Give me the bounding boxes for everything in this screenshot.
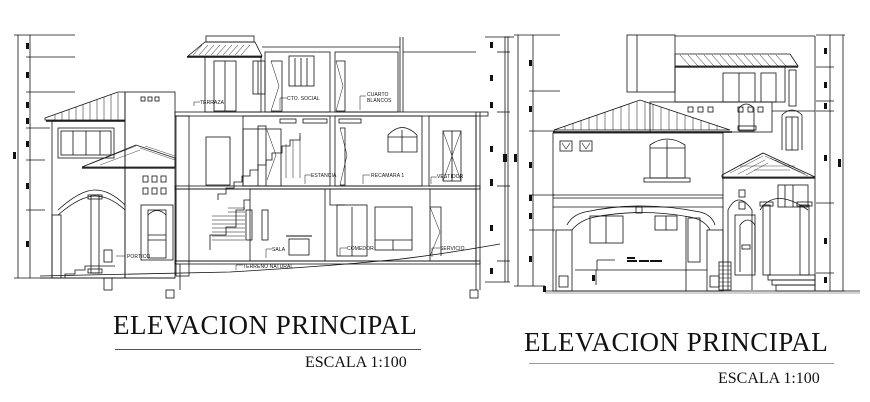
- label-cuarto: CUARTO: [367, 92, 389, 98]
- label-portico: PORTICO: [127, 254, 150, 260]
- right-drawing-title: ELEVACION PRINCIPAL: [524, 327, 829, 357]
- left-house-section: TERRAZA CTO. SOCIAL CUARTO BLANCOS: [39, 35, 501, 299]
- label-servicio: SERVICIO: [440, 246, 465, 252]
- label-terraza: TERRAZA: [200, 100, 225, 106]
- right-drawing-scale: ESCALA 1:100: [718, 370, 820, 387]
- label-terreno-natural: TERRENO NATURAL: [243, 264, 293, 270]
- left-house-west-wing: PORTICO: [40, 91, 176, 291]
- right-title-underline: [529, 363, 834, 364]
- label-comedor: COMEDOR: [347, 246, 374, 252]
- label-estancia: ESTANCIA: [311, 173, 337, 179]
- left-drawing-scale: ESCALA 1:100: [305, 354, 407, 371]
- right-dimension-lines: [504, 34, 845, 292]
- label-blancos: BLANCOS: [367, 98, 392, 104]
- left-drawing-title: ELEVACION PRINCIPAL: [113, 310, 418, 340]
- left-title-underline: [115, 349, 421, 350]
- label-sala: SALA: [272, 247, 286, 253]
- right-house-facade: [545, 34, 860, 294]
- label-cto-social: CTO. SOCIAL: [287, 96, 320, 102]
- left-dimension-lines: [13, 34, 75, 279]
- label-vestidor: VESTIDOR: [437, 174, 464, 180]
- label-recamara: RECAMARA 1: [371, 173, 404, 179]
